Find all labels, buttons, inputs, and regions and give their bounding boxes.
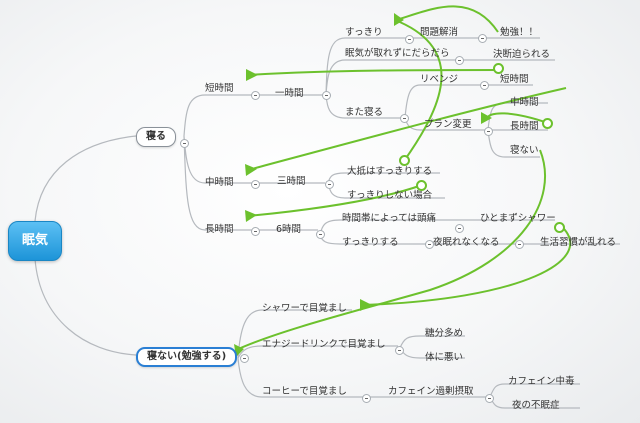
node-bad-for-body[interactable]: 体に悪い (425, 352, 464, 363)
collapse-toggle[interactable] (455, 56, 464, 65)
node-sugar[interactable]: 糖分多め (425, 328, 464, 339)
node-revenge-short[interactable]: 短時間 (500, 74, 529, 85)
collapse-toggle[interactable] (485, 394, 494, 403)
node-energy-drink[interactable]: エナジードリンクで目覚まし (262, 339, 386, 350)
collapse-toggle[interactable] (484, 127, 493, 136)
node-short-time[interactable]: 短時間 (205, 83, 234, 94)
node-coffee[interactable]: コーヒーで目覚まし (262, 386, 347, 397)
collapse-toggle[interactable] (478, 34, 487, 43)
collapse-toggle[interactable] (425, 240, 434, 249)
relationship-arrow-mostly-refreshed (394, 19, 443, 162)
node-six-hours[interactable]: 6時間 (276, 224, 302, 235)
node-mid-time[interactable]: 中時間 (205, 177, 234, 188)
collapse-toggle[interactable] (251, 180, 260, 189)
relationship-arrow-revenge-short (247, 69, 501, 76)
node-refreshed[interactable]: すっきり (345, 27, 383, 38)
node-refreshed-2[interactable]: すっきりする (342, 237, 399, 248)
node-one-hour[interactable]: 一時間 (275, 88, 304, 99)
root-to-nosleep-line (34, 258, 137, 356)
relationship-arrow-not-refreshed (247, 184, 423, 217)
topic-sleep[interactable]: 寝る (136, 127, 176, 147)
collapse-toggle[interactable] (325, 180, 334, 189)
root-topic[interactable]: 眠気 (8, 221, 62, 261)
node-mostly-refreshed[interactable]: 大抵はすっきりする (347, 166, 433, 177)
relationship-arrow-pc-nosleep (235, 149, 546, 351)
node-plan-nosleep[interactable]: 寝ない (510, 145, 539, 156)
node-drowsy[interactable]: 眠気が取れずにだらだら (345, 48, 450, 59)
node-insomnia[interactable]: 夜の不眠症 (512, 400, 560, 411)
relationship-handle[interactable] (554, 222, 565, 233)
node-plan-change[interactable]: プラン変更 (424, 119, 472, 130)
relationship-handle[interactable] (416, 180, 427, 191)
collapse-toggle[interactable] (362, 394, 371, 403)
node-caffeine-addiction[interactable]: カフェイン中毒 (508, 376, 575, 387)
node-revenge[interactable]: リベンジ (420, 74, 459, 85)
collapse-toggle[interactable] (455, 224, 464, 233)
collapse-toggle[interactable] (405, 35, 414, 44)
root-to-sleep-line (34, 135, 137, 222)
relationship-arrow-pc-mid (247, 87, 567, 171)
collapse-toggle[interactable] (240, 354, 249, 363)
sleep-fork (183, 94, 255, 231)
node-sleep-again[interactable]: また寝る (345, 107, 384, 118)
node-plan-mid[interactable]: 中時間 (510, 97, 539, 108)
node-decision[interactable]: 決断迫られる (493, 49, 551, 60)
relationship-handle[interactable] (493, 63, 504, 74)
collapse-toggle[interactable] (316, 230, 325, 239)
node-not-refreshed[interactable]: すっきりしない場合 (347, 190, 433, 201)
topic-no-sleep[interactable]: 寝ない(勉強する) (136, 347, 238, 367)
collapse-toggle[interactable] (395, 346, 404, 355)
collapse-toggle[interactable] (515, 240, 524, 249)
collapse-toggle[interactable] (251, 227, 260, 236)
node-caffeine-overdose[interactable]: カフェイン過剰摂取 (388, 386, 474, 397)
collapse-toggle[interactable] (322, 91, 331, 100)
node-shower-first[interactable]: ひとまずシャワー (480, 213, 556, 224)
node-problem-solved[interactable]: 問題解消 (420, 27, 459, 38)
node-plan-long[interactable]: 長時間 (510, 121, 539, 132)
collapse-toggle[interactable] (251, 91, 260, 100)
relationship-handle[interactable] (542, 118, 553, 129)
node-cant-sleep-night[interactable]: 夜眠れなくなる (433, 237, 500, 248)
node-three-hours[interactable]: 三時間 (277, 176, 306, 187)
node-long-time[interactable]: 長時間 (205, 224, 234, 235)
collapse-toggle[interactable] (400, 114, 409, 123)
collapse-toggle[interactable] (480, 81, 489, 90)
relationship-handle[interactable] (399, 155, 410, 166)
collapse-toggle[interactable] (180, 139, 189, 148)
node-shower-wakeup[interactable]: シャワーで目覚まし (262, 303, 347, 314)
relationship-arrow-shower (361, 224, 572, 306)
node-study[interactable]: 勉強！！ (500, 27, 539, 38)
node-headache[interactable]: 時間帯によっては頭痛 (342, 213, 437, 224)
relationship-arrow-study-refreshed (395, 5, 499, 33)
node-rhythm-broken[interactable]: 生活習慣が乱れる (540, 237, 617, 248)
